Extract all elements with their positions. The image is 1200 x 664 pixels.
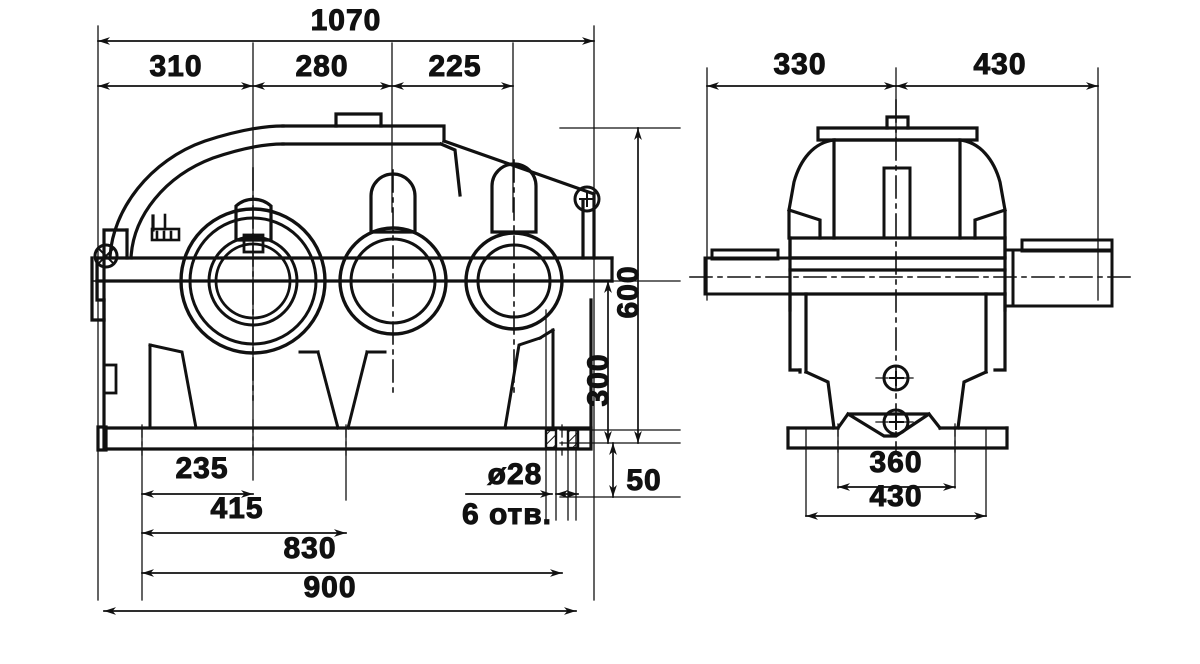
dim-label-310: 310 — [149, 50, 202, 83]
dim-label-280: 280 — [295, 50, 348, 83]
front-left-shaft — [703, 248, 792, 296]
dim-label-hole-count: 6 отв. — [462, 498, 552, 531]
front-right-shaft — [1003, 238, 1114, 308]
front-view: 330 430 360 430 — [689, 48, 1131, 520]
side-cover-outline — [108, 112, 597, 260]
dim-label-415: 415 — [210, 492, 263, 525]
oil-sight-glass-icon — [102, 363, 118, 395]
side-extension-lines — [97, 25, 681, 601]
dim-label-430-bottom: 430 — [869, 480, 922, 513]
dim-label-430-top: 430 — [973, 48, 1026, 81]
front-internal-shaft — [882, 166, 912, 240]
base-bolt-section — [544, 428, 580, 450]
dim-label-235: 235 — [175, 452, 228, 485]
dim-label-360: 360 — [869, 446, 922, 479]
dim-label-225: 225 — [428, 50, 481, 83]
breather-fitting-icon — [150, 213, 181, 242]
side-view: 1070 310 280 225 600 300 50 235 415 830 — [90, 4, 681, 615]
dim-label-830: 830 — [283, 532, 336, 565]
side-top-dimensions: 1070 310 280 225 — [97, 4, 595, 90]
side-ribs — [148, 327, 556, 430]
dim-label-900: 900 — [303, 571, 356, 604]
side-centre-lines — [91, 159, 613, 401]
dim-label-50: 50 — [626, 464, 661, 497]
side-right-dimensions: 600 300 50 — [582, 127, 661, 498]
front-bottom-dimensions: 360 430 — [805, 446, 987, 520]
right-lifting-eye-icon — [573, 185, 601, 213]
side-hole-centre-lines — [141, 419, 563, 456]
dim-label-330: 330 — [773, 48, 826, 81]
front-centre-lines — [689, 99, 1131, 451]
front-housing-outline — [786, 115, 1009, 450]
dim-label-1070: 1070 — [311, 4, 382, 37]
dim-label-600: 600 — [612, 265, 645, 318]
front-top-dimensions: 330 430 — [706, 48, 1099, 90]
dim-label-300: 300 — [582, 353, 615, 406]
front-hole-centre-lines — [837, 377, 956, 453]
side-bottom-dimensions: 235 415 830 900 ø28 6 отв. — [103, 452, 579, 615]
dim-label-hole-diameter: ø28 — [488, 458, 543, 491]
left-lifting-eye-icon — [93, 243, 119, 269]
